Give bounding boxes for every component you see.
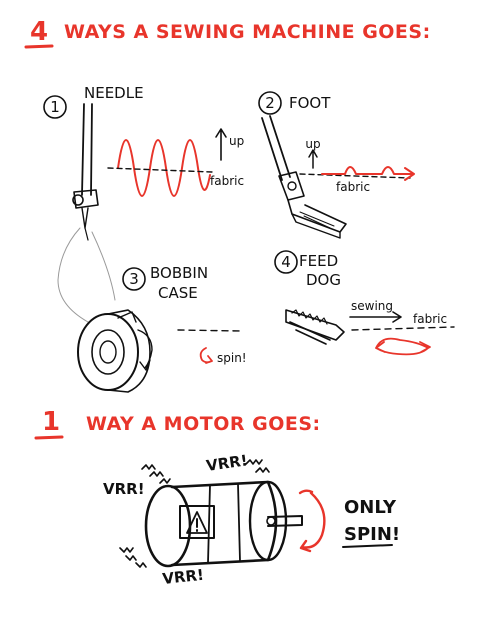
bobbin-spin-label: spin! bbox=[217, 351, 247, 365]
presser-foot-drawing bbox=[261, 115, 347, 239]
feed-dog-drawing bbox=[285, 309, 345, 345]
needle-number: 1 bbox=[50, 98, 60, 116]
motor-vibration-marks bbox=[119, 459, 270, 568]
bobbin-number: 3 bbox=[129, 270, 139, 288]
motor-caption-line2: SPIN! bbox=[344, 524, 400, 545]
foot-up-arrow-icon bbox=[308, 149, 318, 169]
heading-bottom: 1 WAY A MOTOR GOES: bbox=[34, 407, 321, 440]
heading-bottom-number: 1 bbox=[42, 407, 61, 437]
motor-caption-underline bbox=[342, 544, 393, 548]
needle-up-label: up bbox=[229, 134, 244, 148]
foot-fabric-line bbox=[299, 173, 411, 179]
heading-top-underline bbox=[24, 44, 54, 49]
motor-caption-line1: ONLY bbox=[344, 497, 397, 518]
foot-motion-line bbox=[321, 166, 415, 181]
sewing-arrow-icon bbox=[349, 311, 402, 323]
motor-vrr-bottom: VRR! bbox=[162, 566, 205, 588]
feed-dog-title-line2: DOG bbox=[306, 271, 341, 289]
foot-number: 2 bbox=[265, 94, 275, 112]
heading-top-number: 4 bbox=[30, 17, 49, 47]
needle-fabric-line bbox=[107, 167, 213, 173]
needle-title: NEEDLE bbox=[84, 84, 144, 102]
panel-needle: 1 NEEDLE up fabric bbox=[43, 84, 244, 241]
feed-dog-sewing-label: sewing bbox=[351, 299, 393, 313]
foot-up-label: up bbox=[305, 137, 320, 151]
foot-title: FOOT bbox=[289, 94, 331, 112]
needle-fabric-label: fabric bbox=[210, 174, 244, 188]
heading-bottom-text: WAY A MOTOR GOES: bbox=[86, 413, 321, 435]
panel-bobbin: 3 BOBBIN CASE spin! bbox=[77, 264, 247, 393]
bobbin-case-drawing bbox=[77, 309, 153, 393]
needle-bar-drawing bbox=[72, 103, 99, 241]
motor-spin-arrow-icon bbox=[299, 491, 326, 553]
motor-vrr-left: VRR! bbox=[103, 480, 145, 498]
foot-fabric-label: fabric bbox=[336, 180, 370, 194]
feed-dog-title-line1: FEED bbox=[299, 252, 338, 270]
needle-number-circle bbox=[43, 95, 67, 119]
foot-number-circle bbox=[258, 91, 282, 115]
panel-feed-dog: 4 FEED DOG sewing fabric bbox=[274, 250, 455, 356]
feed-dog-number: 4 bbox=[281, 253, 291, 271]
warning-icon bbox=[186, 511, 208, 534]
feed-dog-fabric-line bbox=[351, 326, 455, 331]
bobbin-spin-arrow-icon bbox=[199, 347, 213, 364]
motor-drawing bbox=[144, 480, 326, 568]
thread-sketch bbox=[57, 227, 116, 323]
heading-top: 4 WAYS A SEWING MACHINE GOES: bbox=[24, 17, 431, 49]
feed-dog-motion-loop bbox=[375, 337, 431, 356]
needle-motion-wave bbox=[117, 139, 211, 197]
feed-dog-fabric-label: fabric bbox=[413, 312, 447, 326]
bobbin-title-line2: CASE bbox=[158, 284, 198, 302]
bobbin-number-circle bbox=[122, 267, 146, 291]
needle-up-arrow-icon bbox=[215, 128, 227, 161]
panel-foot: 2 FOOT up fabric bbox=[258, 91, 415, 239]
feed-dog-number-circle bbox=[274, 250, 298, 274]
bobbin-title-line1: BOBBIN bbox=[150, 264, 208, 282]
bobbin-fabric-line bbox=[177, 329, 241, 332]
heading-top-text: WAYS A SEWING MACHINE GOES: bbox=[64, 21, 431, 43]
motor-vrr-top: VRR! bbox=[205, 451, 249, 475]
heading-bottom-underline bbox=[34, 435, 64, 440]
